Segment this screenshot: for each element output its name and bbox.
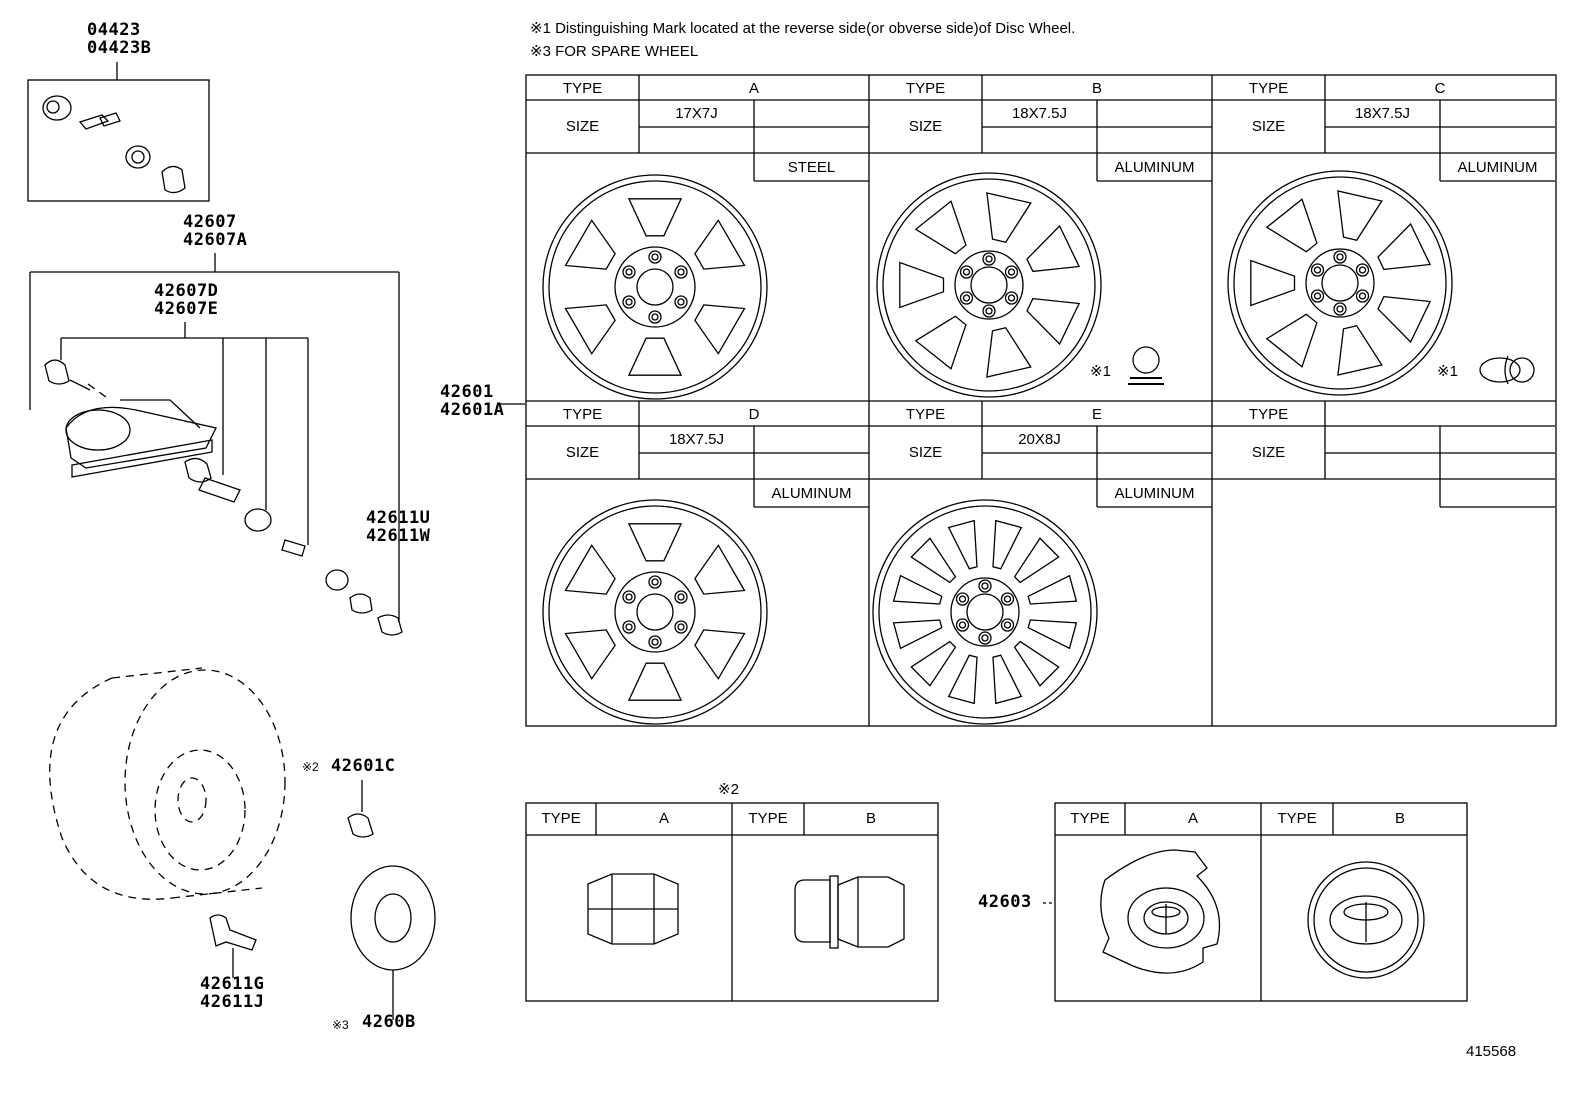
- spare-cap-mark: ※3: [332, 1018, 349, 1032]
- wheel-size-value: 18X7.5J: [1354, 105, 1411, 122]
- spare-center-cap-icon: [350, 865, 436, 971]
- wheel-b-icon: [876, 172, 1102, 398]
- wheel-type-label: TYPE: [905, 80, 946, 97]
- wheel-type-label: TYPE: [562, 406, 603, 423]
- cap-type-a: A: [1187, 810, 1198, 827]
- wheel-size-label: SIZE: [1251, 118, 1286, 135]
- center-cap-a-icon: [1100, 849, 1221, 974]
- wheel-size-label: SIZE: [565, 118, 600, 135]
- part-42603: 42603: [978, 892, 1032, 912]
- spare-nut-icon: [347, 813, 374, 838]
- wheel-size-value: 18X7.5J: [1011, 105, 1068, 122]
- wheel-type-value: A: [748, 80, 759, 97]
- cap-type-label-a: TYPE: [1070, 810, 1110, 827]
- spare-valve-icon: [209, 914, 257, 951]
- note-distinguishing-mark: ※1 Distinguishing Mark located at the re…: [530, 20, 1076, 37]
- wheel-a-icon: [542, 174, 768, 400]
- part-42611u: 42611U: [366, 508, 431, 528]
- part-42607d: 42607D: [154, 281, 219, 301]
- distinguishing-mark-c-icon: [1479, 355, 1535, 385]
- part-42611g: 42611G: [200, 974, 265, 994]
- spare-tire-icon: [49, 667, 286, 900]
- part-42601a: 42601A: [440, 400, 505, 420]
- spare-nut-mark: ※2: [302, 760, 319, 774]
- part-42601: 42601: [440, 382, 494, 402]
- wheel-size-label: SIZE: [908, 444, 943, 461]
- mark1-label-b: ※1: [1090, 363, 1111, 380]
- wheel-material-value: ALUMINUM: [1114, 159, 1195, 176]
- nut-type-b: B: [865, 810, 876, 827]
- part-42611w: 42611W: [366, 526, 431, 546]
- tpms-sensor-icon: [44, 359, 403, 636]
- nut-type-label-a: TYPE: [541, 810, 581, 827]
- cap-type-label-b: TYPE: [1277, 810, 1317, 827]
- cap-type-b: B: [1394, 810, 1405, 827]
- nut-type-label-b: TYPE: [748, 810, 788, 827]
- part-42607e: 42607E: [154, 299, 219, 319]
- lug-nut-a-icon: [587, 873, 679, 945]
- wheel-type-value: C: [1434, 80, 1446, 97]
- wheel-material-value: STEEL: [787, 159, 836, 176]
- valve-kit-parts-icon: [42, 95, 186, 194]
- nut-table-mark: ※2: [718, 781, 739, 798]
- wheel-size-value: 18X7.5J: [668, 431, 725, 448]
- wheel-material-value: ALUMINUM: [1457, 159, 1538, 176]
- mark1-label-c: ※1: [1437, 363, 1458, 380]
- wheel-d-icon: [542, 499, 768, 725]
- lug-nut-b-icon: [794, 875, 905, 949]
- part-42611j: 42611J: [200, 992, 265, 1012]
- wheel-material-value: ALUMINUM: [771, 485, 852, 502]
- wheel-type-label: TYPE: [1248, 80, 1289, 97]
- wheel-type-value: B: [1091, 80, 1102, 97]
- distinguishing-mark-b-icon: [1128, 346, 1164, 385]
- wheel-size-label: SIZE: [908, 118, 943, 135]
- wheel-type-value: D: [748, 406, 760, 423]
- wheel-material-value: ALUMINUM: [1114, 485, 1195, 502]
- wheel-size-value: 17X7J: [675, 105, 718, 122]
- wheel-type-label: TYPE: [1248, 406, 1289, 423]
- part-04423: 04423: [87, 20, 141, 40]
- part-42607: 42607: [183, 212, 237, 232]
- note-spare-wheel: ※3 FOR SPARE WHEEL: [530, 43, 699, 60]
- wheel-type-label: TYPE: [905, 406, 946, 423]
- part-42601c: 42601C: [331, 756, 396, 776]
- wheel-size-label: SIZE: [565, 444, 600, 461]
- part-04423b: 04423B: [87, 38, 152, 58]
- wheel-e-icon: [872, 499, 1098, 725]
- wheel-type-label: TYPE: [562, 80, 603, 97]
- wheel-c-icon: [1227, 170, 1453, 396]
- part-42607a: 42607A: [183, 230, 248, 250]
- part-4260b: 4260B: [362, 1012, 416, 1032]
- diagram-id: 415568: [1466, 1043, 1517, 1060]
- wheel-size-value: 20X8J: [1018, 431, 1061, 448]
- nut-type-a: A: [658, 810, 669, 827]
- wheel-type-value: E: [1091, 406, 1102, 423]
- center-cap-b-icon: [1307, 861, 1425, 979]
- wheel-size-label: SIZE: [1251, 444, 1286, 461]
